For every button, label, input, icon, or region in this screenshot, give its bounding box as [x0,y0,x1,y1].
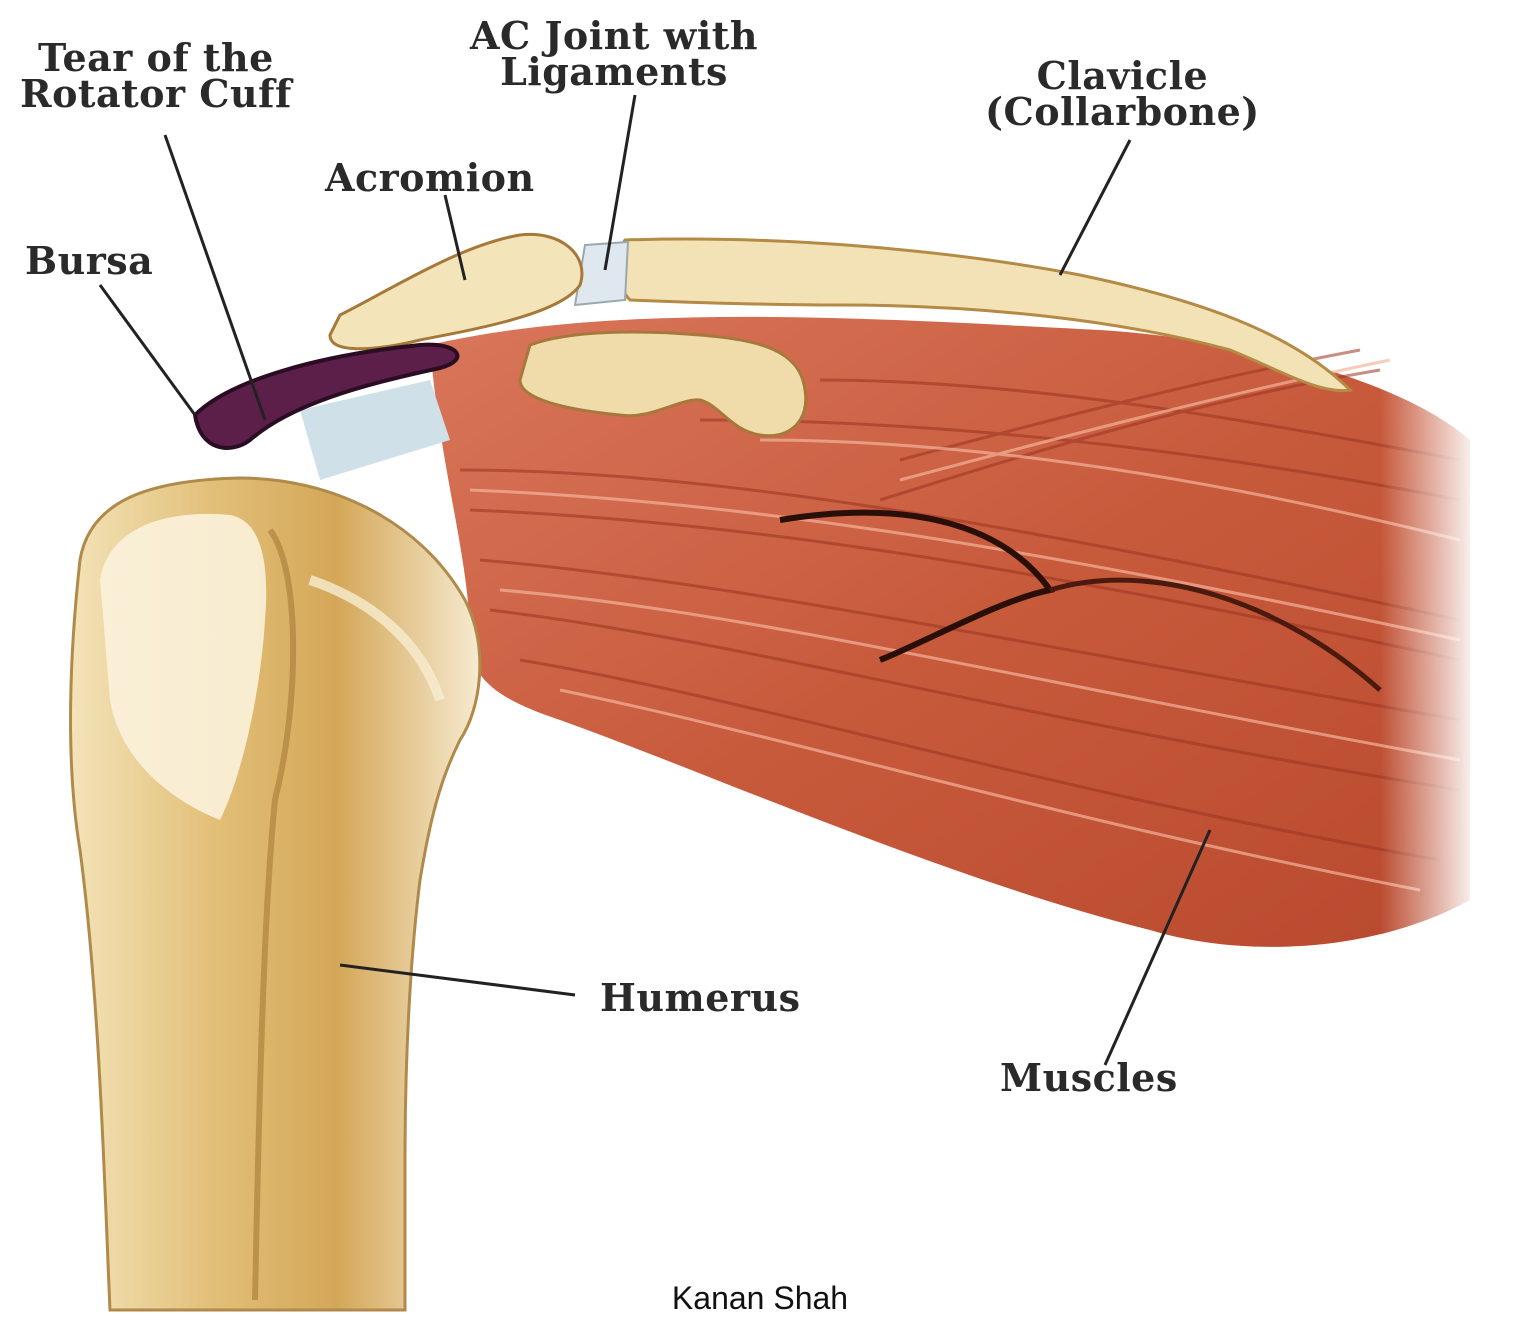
label-humerus: Humerus [600,980,800,1016]
label-rotator-cuff-tear: Tear of the Rotator Cuff [20,40,292,112]
label-rotator-cuff-tear-line2: Rotator Cuff [20,76,292,112]
label-clavicle: Clavicle (Collarbone) [985,58,1260,130]
label-muscles: Muscles [1000,1060,1178,1096]
label-clavicle-line2: (Collarbone) [985,94,1260,130]
humerus-bone [71,478,480,1310]
label-acromion: Acromion [325,160,535,196]
leader-line-rotator-cuff [165,135,265,420]
label-ac-joint-line2: Ligaments [470,54,758,90]
label-bursa: Bursa [25,243,153,279]
leader-line-clavicle [1060,140,1130,275]
author-credit: Kanan Shah [560,1280,960,1317]
leader-line-bursa [100,285,195,415]
label-ac-joint: AC Joint with Ligaments [470,18,758,90]
